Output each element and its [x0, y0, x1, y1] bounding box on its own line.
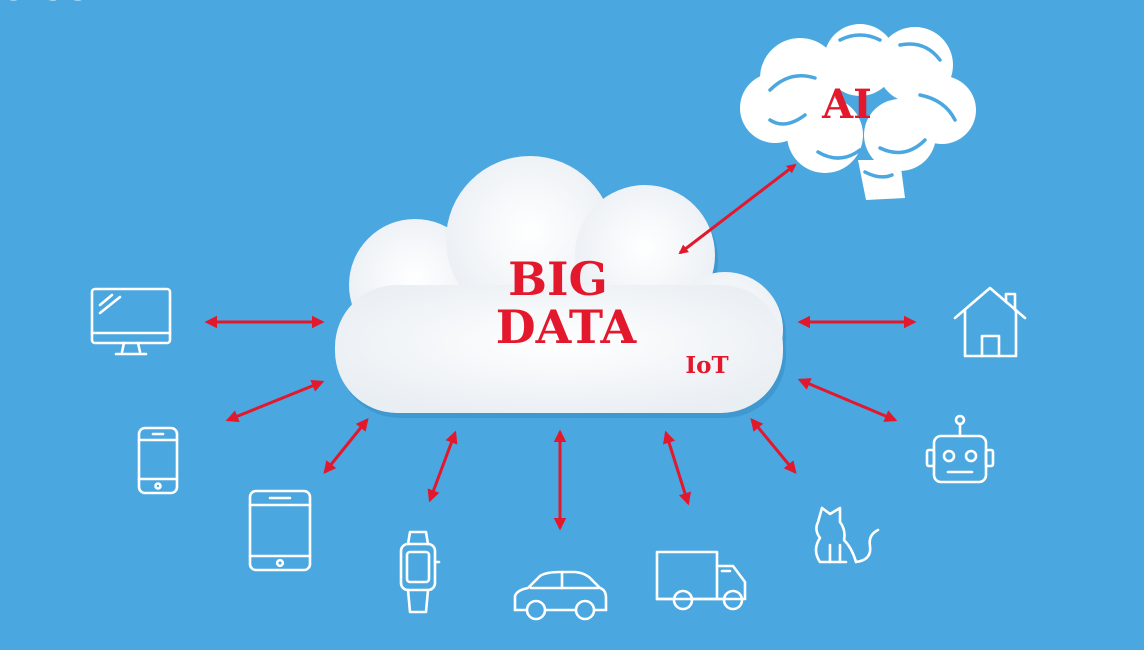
- cat-icon: [814, 506, 880, 564]
- arrow-robot: [797, 378, 898, 422]
- cloud-shape: [335, 156, 786, 418]
- brain-icon: [740, 24, 976, 200]
- robot-icon: [925, 414, 995, 484]
- monitor-icon: [90, 287, 172, 356]
- arrow-truck: [663, 430, 691, 506]
- smartwatch-icon: [399, 530, 441, 614]
- truck-icon: [655, 550, 747, 611]
- tablet-icon: [248, 489, 312, 572]
- arrow-cat: [750, 418, 797, 474]
- iot-label: IoT: [685, 352, 728, 379]
- big-label: BIG: [508, 252, 608, 306]
- arrow-watch: [427, 430, 458, 503]
- data-label: DATA: [496, 300, 638, 354]
- car-icon: [513, 570, 608, 621]
- smartphone-icon: [137, 426, 179, 495]
- arrow-tablet: [323, 418, 369, 474]
- ai-label: AI: [821, 81, 872, 128]
- house-icon: [953, 286, 1027, 358]
- arrow-phone: [225, 379, 325, 423]
- arrow-group: [204, 163, 917, 531]
- arrow-ai-link: [678, 163, 797, 255]
- cloud-label: CLOUD: [0, 0, 115, 8]
